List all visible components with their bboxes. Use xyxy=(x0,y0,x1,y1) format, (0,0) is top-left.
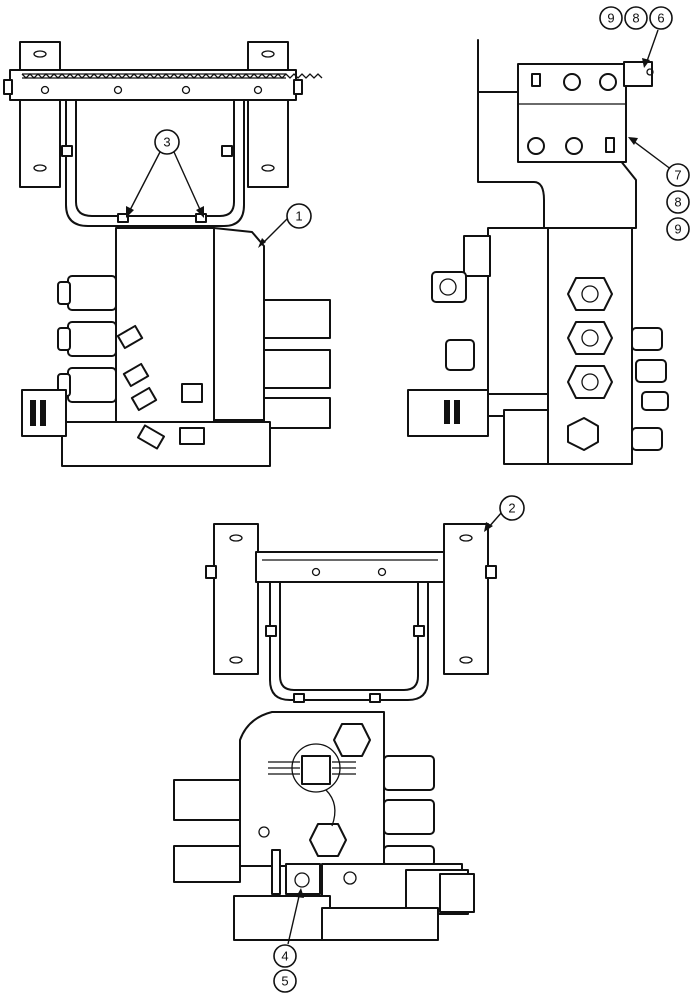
view-side-right xyxy=(407,39,669,465)
callout-1: 1 xyxy=(286,203,312,229)
mounting-plate-right xyxy=(247,41,289,188)
svg-text:9: 9 xyxy=(674,222,681,237)
base-block xyxy=(61,421,271,467)
svg-text:2: 2 xyxy=(508,501,515,516)
valve-cover xyxy=(213,227,265,421)
callout-2: 2 xyxy=(499,495,525,521)
svg-text:5: 5 xyxy=(281,974,288,989)
callout-5: 5 xyxy=(273,969,297,993)
callout-8-top: 8 xyxy=(624,6,648,30)
svg-text:3: 3 xyxy=(163,135,170,150)
callouts: 1 3 9 8 6 7 xyxy=(126,6,690,993)
svg-text:6: 6 xyxy=(657,11,664,26)
view-front-left xyxy=(3,41,331,467)
svg-text:9: 9 xyxy=(607,11,614,26)
svg-text:8: 8 xyxy=(632,11,639,26)
callout-9-side: 9 xyxy=(666,217,690,241)
callout-8-side: 8 xyxy=(666,190,690,214)
svg-text:1: 1 xyxy=(295,209,302,224)
callout-6: 6 xyxy=(649,6,673,30)
svg-text:8: 8 xyxy=(674,195,681,210)
mounting-plate-left xyxy=(19,41,61,188)
view-rear-bottom xyxy=(173,523,497,941)
callout-3: 3 xyxy=(154,129,180,155)
callout-7: 7 xyxy=(666,163,690,187)
callout-9-top: 9 xyxy=(599,6,623,30)
top-bar-rear xyxy=(255,551,445,583)
svg-text:4: 4 xyxy=(281,949,288,964)
svg-text:7: 7 xyxy=(674,168,681,183)
callout-4: 4 xyxy=(273,944,297,968)
